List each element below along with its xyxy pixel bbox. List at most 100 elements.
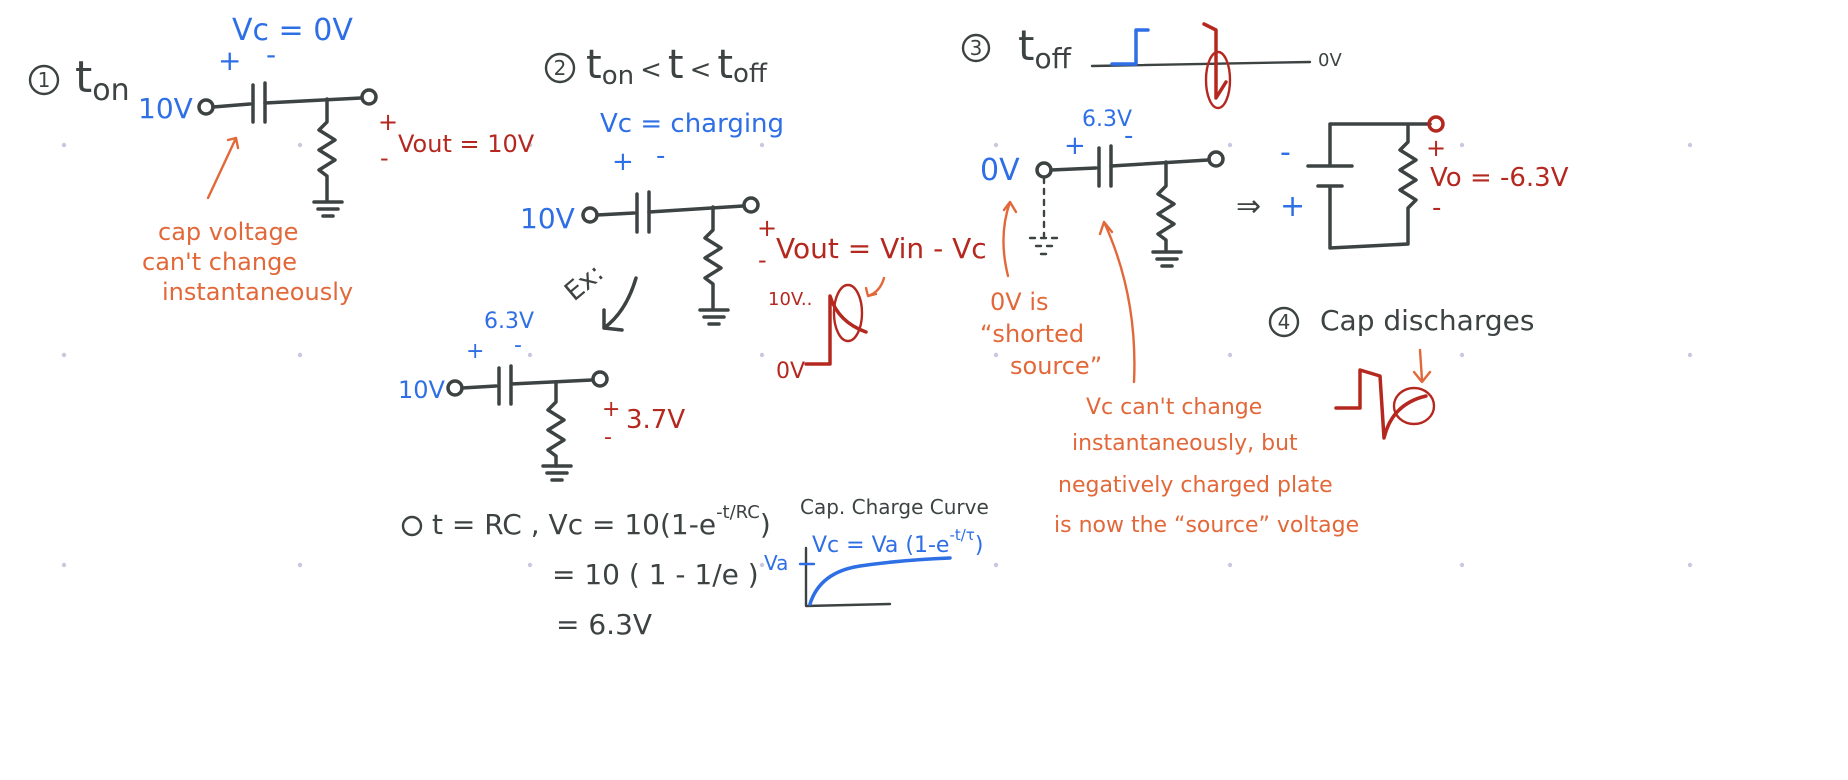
step3-wave-0v: 0V bbox=[1318, 50, 1342, 71]
grid-dot bbox=[61, 352, 67, 358]
step3-output-terminal bbox=[1207, 150, 1225, 168]
step1-resistor bbox=[317, 97, 337, 202]
step1-wire-left bbox=[211, 102, 252, 109]
step2-calc-line3: = 6.3V bbox=[556, 608, 652, 641]
step3-t-off: 3 toff 0V 6.3V + - 0V 0V is “shorted sou… bbox=[961, 21, 1569, 538]
step4-text: Cap discharges bbox=[1320, 304, 1534, 337]
step2-cap-plus: + bbox=[612, 147, 634, 177]
step3-wire-left bbox=[1049, 166, 1098, 172]
step1-vin: 10V bbox=[138, 92, 193, 125]
step3-eq-output-terminal bbox=[1427, 115, 1445, 133]
grid-dot bbox=[1459, 352, 1465, 358]
step1-note: cap voltage can't change instantaneously bbox=[142, 218, 353, 306]
grid-dot bbox=[1227, 562, 1233, 568]
step3-eq-out-plus: + bbox=[1426, 134, 1446, 162]
step3-number-circle bbox=[961, 33, 991, 63]
step2-ex-ground bbox=[541, 464, 573, 482]
step3-short-to-ground bbox=[1028, 176, 1062, 256]
grid-dot bbox=[993, 142, 999, 148]
step3-vc: 6.3V bbox=[1082, 107, 1132, 132]
step2-ex-input-terminal bbox=[446, 379, 464, 397]
step1-capacitor bbox=[251, 81, 267, 124]
step3-bottom-note-arrow bbox=[1098, 220, 1136, 384]
step3-left-note: 0V is “shorted source” bbox=[980, 288, 1102, 380]
step3-cap-plus: + bbox=[1064, 131, 1086, 161]
step3-input-terminal bbox=[1035, 161, 1053, 179]
grid-dot bbox=[1687, 142, 1693, 148]
step3-bottom-note: Vc can't change instantaneously, but neg… bbox=[1054, 395, 1359, 538]
step2-ex-minus: - bbox=[514, 333, 522, 358]
step3-eq-vo: Vo = -6.3V bbox=[1430, 163, 1569, 193]
step3-heading: toff bbox=[1018, 21, 1072, 75]
dot-grid bbox=[61, 142, 1693, 568]
step2-calc-line2: = 10 ( 1 - 1/e ) bbox=[552, 558, 759, 591]
step3-vin: 0V bbox=[980, 153, 1020, 188]
step2-capacitor bbox=[635, 190, 651, 234]
grid-dot bbox=[527, 142, 533, 148]
grid-dot bbox=[993, 562, 999, 568]
grid-dot bbox=[759, 562, 765, 568]
step2-cap-minus: - bbox=[656, 141, 665, 171]
grid-dot bbox=[297, 562, 303, 568]
step2-vin: 10V bbox=[520, 202, 575, 235]
step2-ex-vin: 10V bbox=[398, 376, 446, 404]
step3-wave-highlight bbox=[1204, 50, 1232, 110]
grid-dot bbox=[297, 142, 303, 148]
step2-calc-bullet bbox=[401, 515, 423, 537]
grid-dot bbox=[1227, 352, 1233, 358]
step2-heading: ton<t<toff bbox=[586, 42, 768, 91]
grid-dot bbox=[993, 352, 999, 358]
grid-dot bbox=[61, 562, 67, 568]
step2-vout: Vout = Vin - Vc bbox=[776, 232, 987, 265]
step3-equivalent-arrow: ⇒ bbox=[1236, 189, 1261, 224]
step1-out-plus: + bbox=[378, 108, 398, 136]
step2-ex-plus: + bbox=[466, 339, 484, 364]
grid-dot bbox=[1687, 562, 1693, 568]
step2-number-circle bbox=[544, 52, 576, 84]
step3-eq-plus: + bbox=[1280, 189, 1305, 224]
grid-dot bbox=[759, 352, 765, 358]
step2-out-plus: + bbox=[757, 214, 777, 242]
step4-discharge: 4 Cap discharges bbox=[1268, 304, 1534, 440]
step2-ground bbox=[698, 308, 730, 326]
step2-wire-left bbox=[595, 211, 636, 217]
grid-dot bbox=[1459, 142, 1465, 148]
grid-dot bbox=[759, 142, 765, 148]
step3-capacitor bbox=[1097, 144, 1113, 188]
step3-wave-pulse bbox=[1110, 28, 1150, 66]
step1-note-arrow bbox=[206, 136, 240, 200]
step1-vout: Vout = 10V bbox=[398, 130, 535, 158]
step3-ground bbox=[1151, 250, 1183, 268]
step2-ex-cap: 6.3V bbox=[484, 309, 534, 334]
step1-cap-plus: + bbox=[218, 44, 241, 77]
step2-curve-va: Va bbox=[764, 551, 788, 575]
step4-wave-highlight bbox=[1392, 386, 1436, 426]
step1-number: 1 bbox=[38, 68, 51, 92]
step4-number-circle bbox=[1268, 306, 1300, 338]
step2-charging: 2 ton<t<toff Vc = charging + - 10V + - V… bbox=[398, 42, 989, 641]
step2-ex-out-minus: - bbox=[604, 425, 612, 450]
step1-cap-minus: - bbox=[266, 38, 276, 71]
step3-equivalent-circuit bbox=[1306, 122, 1432, 250]
step2-curve-axes bbox=[804, 546, 892, 608]
grid-dot bbox=[297, 352, 303, 358]
step1-vc-label: Vc = 0V bbox=[232, 13, 353, 48]
grid-dot bbox=[527, 562, 533, 568]
step2-wave-top: 10V.. bbox=[768, 289, 812, 310]
step2-wave-highlight bbox=[832, 283, 864, 343]
grid-dot bbox=[527, 352, 533, 358]
step1-input-terminal bbox=[197, 98, 215, 116]
step4-waveform bbox=[1334, 368, 1428, 440]
step3-cap-minus: - bbox=[1124, 121, 1133, 151]
step3-eq-minus: - bbox=[1280, 135, 1291, 170]
step1-wire-right bbox=[263, 96, 363, 105]
step2-output-terminal bbox=[742, 196, 760, 214]
step2-wave-bottom: 0V bbox=[776, 359, 805, 384]
step2-input-terminal bbox=[581, 206, 599, 224]
step1-output-terminal bbox=[360, 88, 378, 106]
step2-ex-arrow bbox=[602, 276, 638, 332]
grid-dot bbox=[1687, 352, 1693, 358]
step1-heading: ton bbox=[75, 52, 130, 108]
step1-t-on: 1 ton Vc = 0V + - 10V + - Vout = 10V cap… bbox=[28, 13, 535, 306]
